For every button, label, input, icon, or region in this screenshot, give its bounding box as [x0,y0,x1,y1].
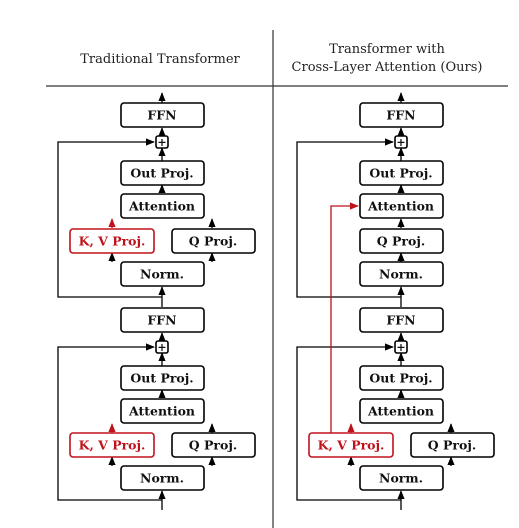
left-lower-norm-label: Norm. [140,471,184,486]
left-lower-attention-box [120,398,205,424]
right-upper-q-proj-box [359,228,444,254]
left-lower-q-proj-label: Q Proj. [189,438,237,453]
right-lower-add-icon: + [396,341,405,354]
left-lower-kv-proj-label: K, V Proj. [79,438,146,453]
right-lower-norm-label: Norm. [379,471,423,486]
right-upper-out-proj-label: Out Proj. [369,166,432,181]
right-lower-kv-proj-box [308,432,394,458]
left-upper-ffn-box [120,102,205,128]
left-upper-ffn-label: FFN [147,108,176,123]
left-title: Traditional Transformer [80,52,240,67]
right-lower-attention-box [359,398,444,424]
left-lower-out-proj-label: Out Proj. [130,371,193,386]
right-upper-q-proj-label: Q Proj. [377,234,425,249]
left-upper-q-proj-label: Q Proj. [189,234,237,249]
right-upper-ffn-label: FFN [386,108,415,123]
right-upper-residual [296,138,401,298]
right-lower-norm-box [359,465,444,491]
right-lower-attention-label: Attention [367,404,434,419]
right-upper-ffn-box [359,102,444,128]
right-title-line1: Transformer with [329,42,445,57]
right-upper-norm-box [359,261,444,287]
left-lower-add-icon: + [157,341,166,354]
left-upper-add-box [155,135,169,149]
cross-layer-kv-link [330,202,359,433]
left-upper-out-proj-label: Out Proj. [130,166,193,181]
left-lower-residual [57,343,162,501]
left-upper-q-proj-box [171,228,256,254]
right-lower-out-proj-label: Out Proj. [369,371,432,386]
left-lower-ffn-box [120,307,205,333]
right-upper-add-icon: + [396,136,405,149]
left-upper-out-proj-box [120,160,205,186]
right-lower-ffn-label: FFN [386,313,415,328]
left-upper-block: FFN + Out Proj. Attention K, V Proj. Q P… [57,92,256,307]
right-title-line2: Cross-Layer Attention (Ours) [292,60,483,75]
left-upper-kv-proj-label: K, V Proj. [79,234,146,249]
right-lower-q-proj-label: Q Proj. [428,438,476,453]
right-upper-add-box [394,135,408,149]
left-lower-block: FFN + Out Proj. Attention K, V Proj. Q P… [57,307,256,510]
right-upper-out-proj-box [359,160,444,186]
right-lower-residual [296,343,401,501]
right-upper-norm-label: Norm. [379,267,423,282]
left-upper-attention-box [120,193,205,219]
right-lower-q-proj-box [410,432,495,458]
right-lower-add-box [394,340,408,354]
left-lower-add-box [155,340,169,354]
left-upper-add-icon: + [157,136,166,149]
right-upper-block: FFN + Out Proj. Attention Q Proj. Norm. [296,92,444,307]
right-lower-ffn-box [359,307,444,333]
left-lower-attention-label: Attention [128,404,195,419]
left-lower-out-proj-box [120,365,205,391]
left-lower-ffn-label: FFN [147,313,176,328]
left-upper-norm-label: Norm. [140,267,184,282]
right-lower-kv-proj-label: K, V Proj. [318,438,385,453]
left-upper-norm-box [120,261,205,287]
left-upper-residual [57,138,162,298]
left-upper-attention-label: Attention [128,199,195,214]
right-lower-out-proj-box [359,365,444,391]
right-lower-block: FFN + Out Proj. Attention K, V Proj. Q P… [296,202,495,510]
left-upper-kv-proj-box [69,228,155,254]
left-lower-q-proj-box [171,432,256,458]
right-upper-attention-label: Attention [367,199,434,214]
right-upper-attention-box [359,193,444,219]
left-lower-kv-proj-box [69,432,155,458]
left-lower-norm-box [120,465,205,491]
